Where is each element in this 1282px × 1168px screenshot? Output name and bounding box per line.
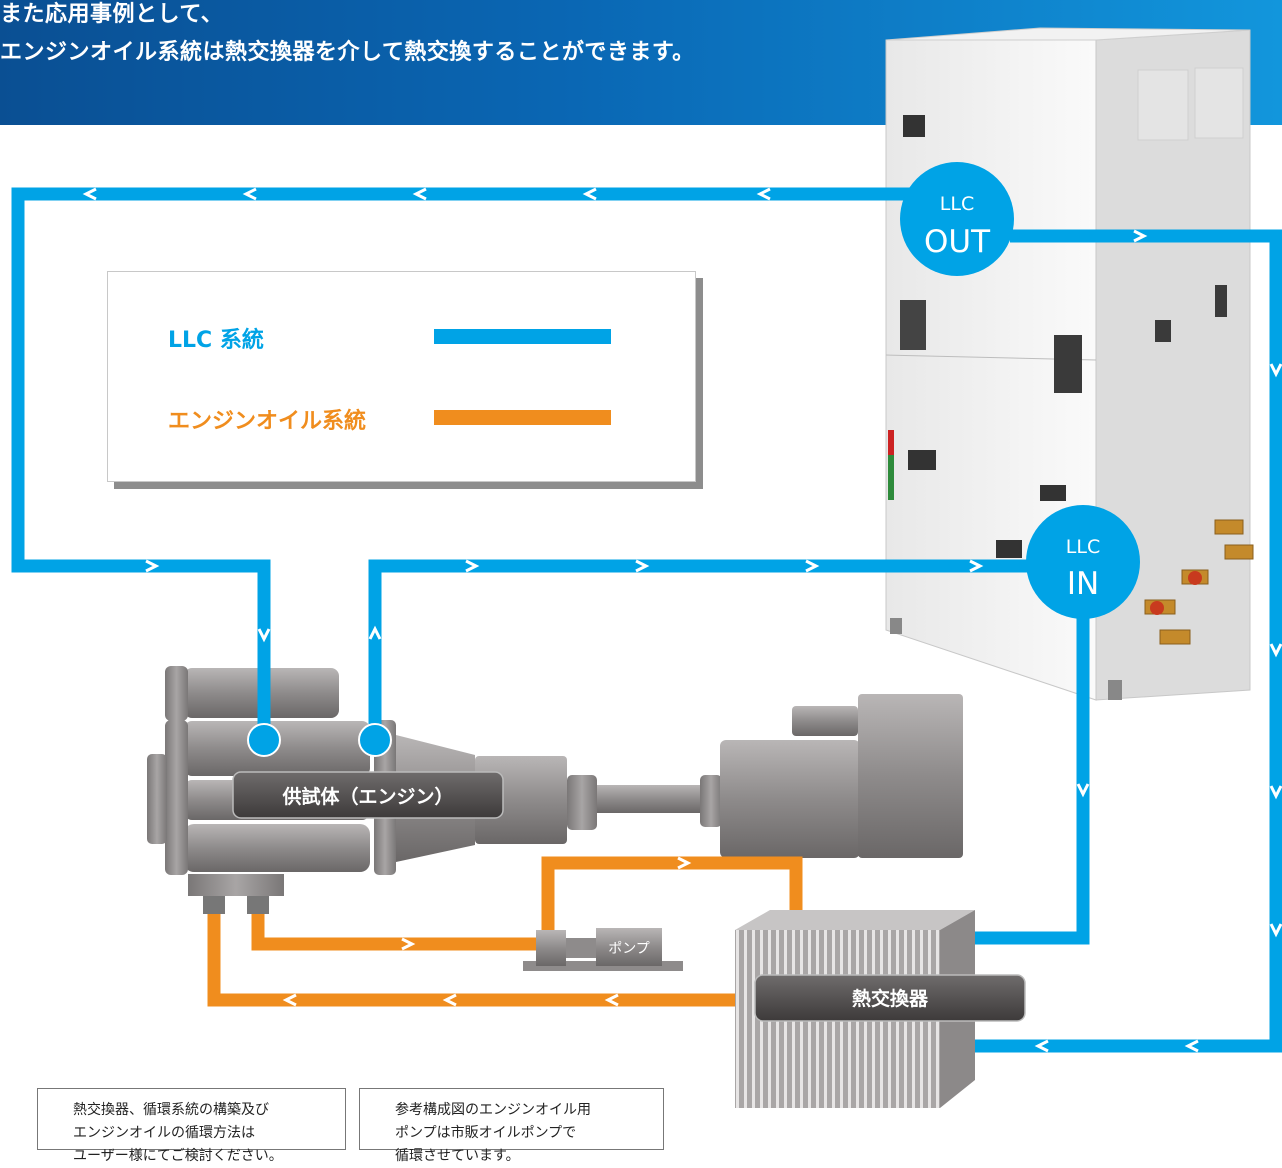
oil-piping [207, 856, 803, 1007]
llc-flow-arrows [82, 187, 1282, 1053]
llc-out-bottom-label: OUT [924, 224, 991, 260]
engine-label-plate [232, 771, 504, 819]
llc-piping [11, 187, 1282, 1053]
header-line-2: エンジンオイル系統は熱交換器を介して熱交換することができます。 [0, 40, 695, 65]
heat-exchanger [735, 910, 1026, 1108]
engine-llc-port-right [358, 723, 392, 757]
chiller-unit [885, 27, 1254, 701]
motor [720, 694, 963, 858]
llc-out-top-label: LLC [940, 193, 974, 215]
legend-oil-label: エンジンオイル系統 [168, 409, 367, 434]
header-line-1: また応用事例として、 [0, 2, 224, 27]
note2-line: 循環させています。 [395, 1148, 520, 1164]
engine-llc-port-left [247, 723, 281, 757]
legend-llc-swatch [434, 329, 611, 344]
llc-in-port [1026, 505, 1140, 619]
llc-in-top-label: LLC [1066, 536, 1100, 558]
note2-line: ポンプは市販オイルポンプで [395, 1125, 577, 1141]
note-pump-reference: 参考構成図のエンジンオイル用 ポンプは市販オイルポンプで 循環させています。 [359, 1088, 664, 1164]
llc-out-port [900, 162, 1014, 276]
llc-in-bottom-label: IN [1067, 566, 1099, 602]
pump-label: ポンプ [608, 941, 650, 957]
pump [523, 928, 683, 971]
legend-llc-label: LLC 系統 [168, 328, 264, 353]
note-user-responsibility: 熱交換器、循環系統の構築及び エンジンオイルの循環方法は ユーザー様にてご検討く… [37, 1088, 346, 1164]
legend-oil-swatch [434, 410, 611, 425]
heat-exchanger-label: 熱交換器 [852, 987, 929, 1010]
engine-label: 供試体（エンジン） [281, 785, 453, 808]
note2-line: 参考構成図のエンジンオイル用 [395, 1102, 591, 1118]
legend: LLC 系統 エンジンオイル系統 [107, 271, 696, 482]
note1-line: ユーザー様にてご検討ください。 [73, 1148, 283, 1164]
note1-line: 熱交換器、循環系統の構築及び [73, 1102, 269, 1118]
oil-flow-arrows [282, 856, 692, 1007]
note1-line: エンジンオイルの循環方法は [73, 1125, 255, 1141]
